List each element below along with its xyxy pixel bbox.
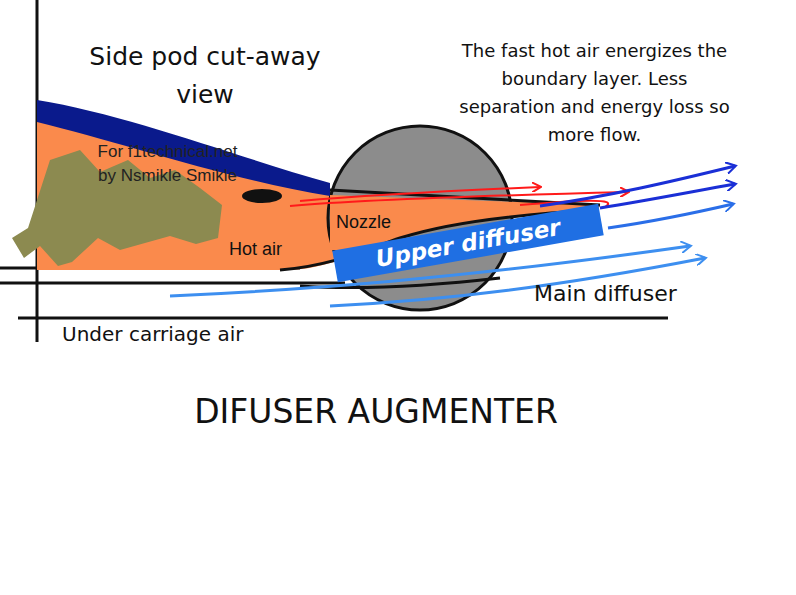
energized-flow [540, 166, 735, 206]
part-label: Hot air [229, 239, 282, 260]
watermark: For f1technical.net by Nsmikle Smikle [95, 140, 240, 188]
part-label: Nozzle [336, 212, 391, 233]
diagram-title: DIFUSER AUGMENTER [176, 392, 576, 431]
hot-air-flow [300, 187, 540, 201]
floor-line [0, 282, 345, 285]
note-text: The fast hot air energizes the boundary … [452, 37, 737, 149]
energized-flow [600, 184, 735, 208]
track-line [18, 317, 668, 320]
flow-label: Under carriage air [62, 322, 243, 346]
part-label: Main diffuser [534, 281, 677, 306]
diffuser-flow [608, 204, 733, 228]
sidepod-top [37, 100, 330, 196]
exhaust-pipe [242, 189, 282, 203]
view-heading: Side pod cut-away view [70, 38, 340, 114]
